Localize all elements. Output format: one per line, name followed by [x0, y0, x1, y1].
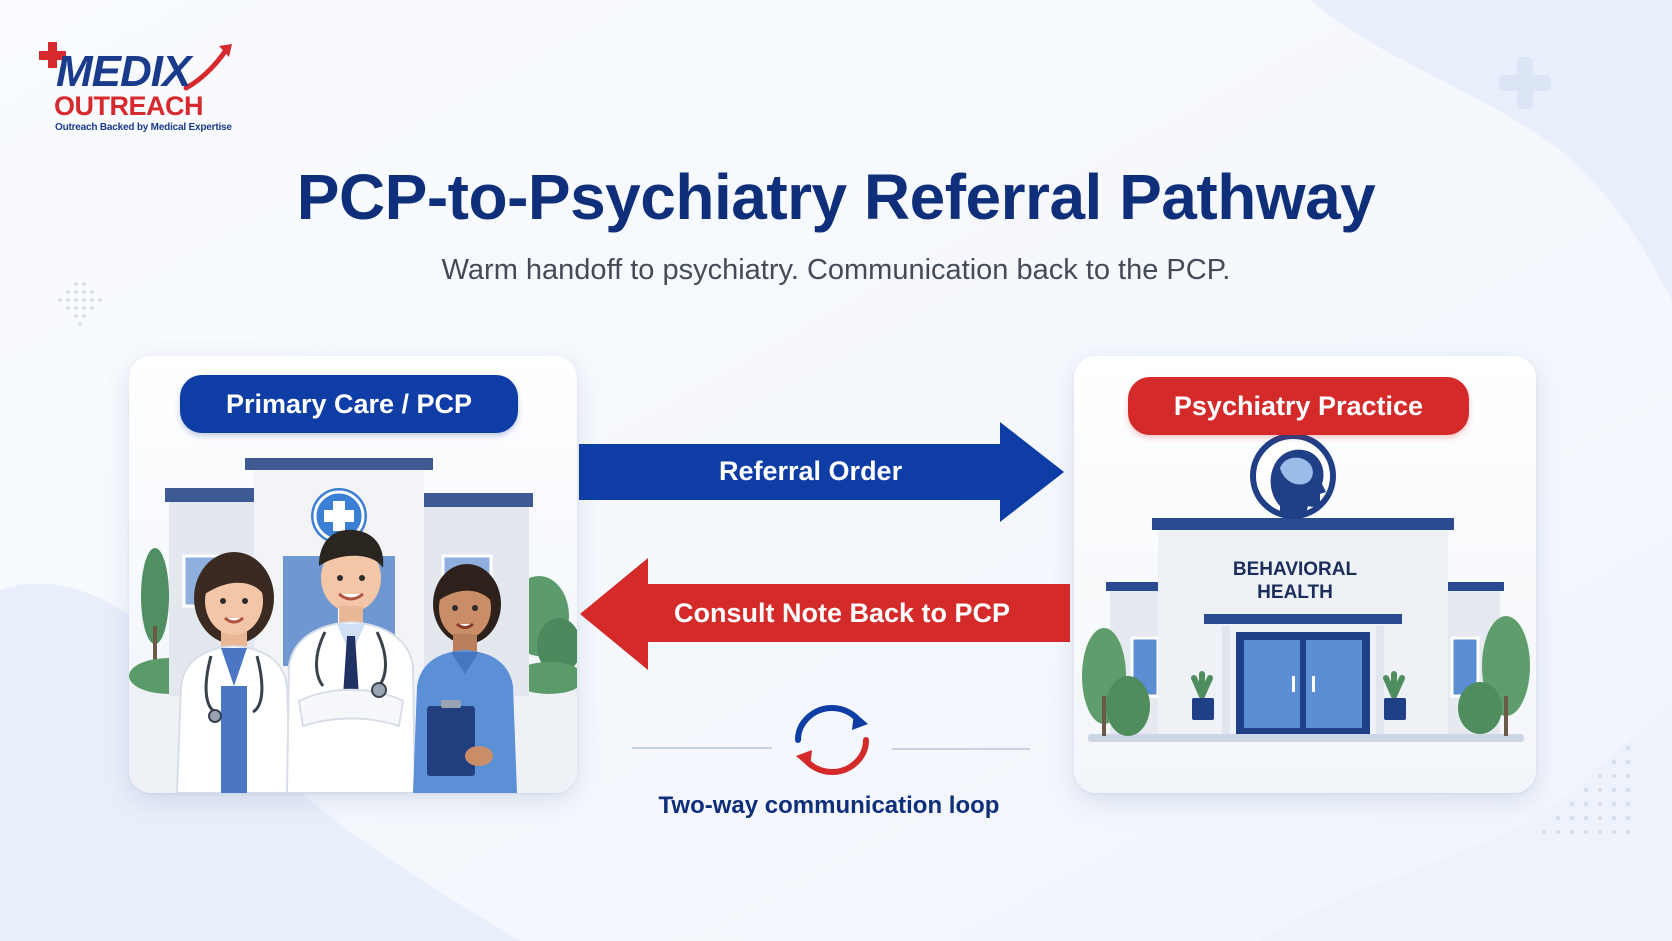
psychiatry-practice-label: Psychiatry Practice	[1128, 377, 1469, 435]
logo-sub: OUTREACH	[54, 91, 204, 121]
logo-mark-icon	[39, 42, 232, 91]
page-title: PCP-to-Psychiatry Referral Pathway	[296, 161, 1376, 233]
loop-divider-right	[892, 748, 1030, 750]
dot-grid-decoration	[1542, 746, 1630, 834]
primary-care-label: Primary Care / PCP	[180, 375, 518, 433]
dot-grid-decoration	[58, 282, 102, 326]
clinic-staff-illustration	[129, 356, 577, 793]
consult-note-label: Consult Note Back to PCP	[674, 598, 1011, 628]
plus-decoration-icon	[1499, 57, 1551, 109]
logo-brand: MEDIX	[56, 47, 191, 96]
consult-note-arrow	[580, 558, 1070, 670]
two-way-cycle-icon	[795, 704, 869, 776]
page-subtitle: Warm handoff to psychiatry. Communicatio…	[441, 254, 1231, 286]
logo-tagline: Outreach Backed by Medical Expertise	[55, 122, 232, 133]
building-sign: BEHAVIORAL HEALTH	[1232, 559, 1358, 603]
loop-label: Two-way communication loop	[658, 792, 1000, 819]
referral-flow-arrows	[579, 422, 1070, 670]
referral-order-arrow	[579, 422, 1064, 522]
referral-order-label: Referral Order	[719, 456, 903, 486]
logo: MEDIX OUTREACH Outreach Backed by Medica…	[36, 40, 246, 140]
loop-divider-left	[632, 747, 772, 749]
